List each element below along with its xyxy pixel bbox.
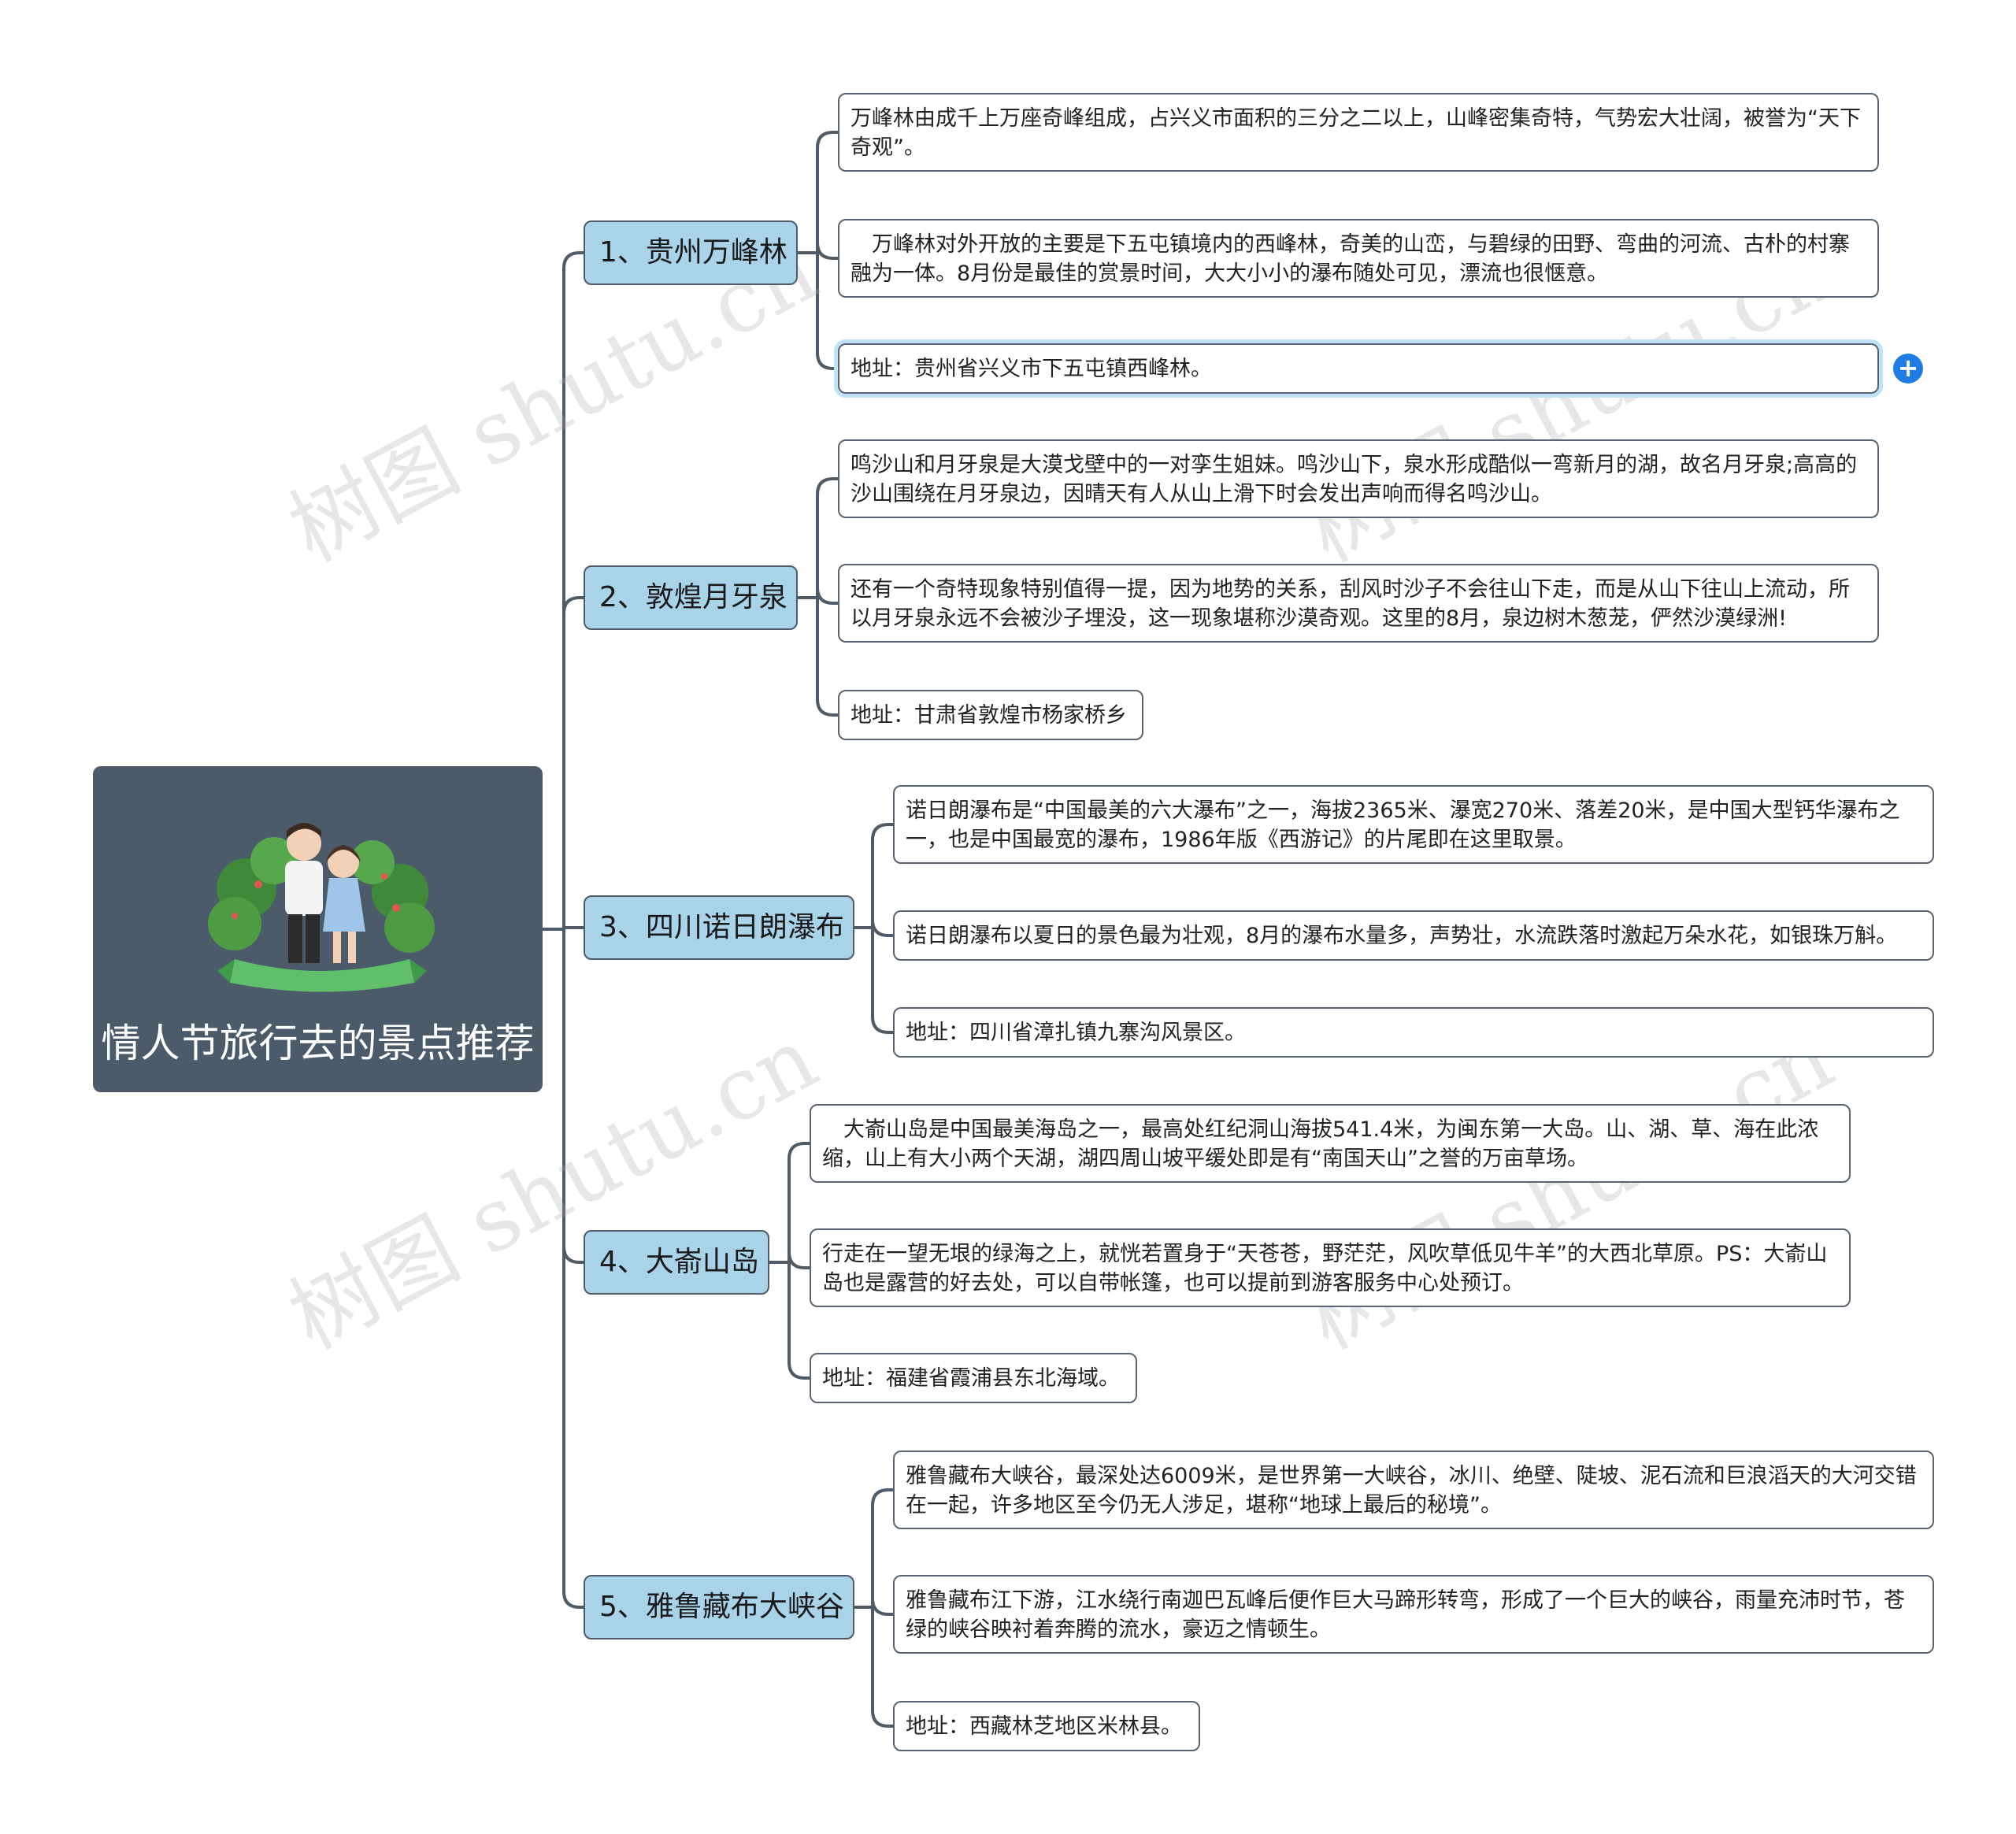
leaf-node[interactable]: 万峰林对外开放的主要是下五屯镇境内的西峰林，奇美的山峦，与碧绿的田野、弯曲的河流…: [838, 219, 1879, 298]
branch-connector: [562, 1591, 584, 1609]
leaf-connector: [871, 1016, 893, 1034]
leaf-connector: [816, 242, 838, 260]
leaf-node[interactable]: 雅鲁藏布江下游，江水绕行南迦巴瓦峰后便作巨大马蹄形转弯，形成了一个巨大的峡谷，雨…: [893, 1575, 1934, 1654]
leaf-connector: [816, 477, 838, 495]
leaf-connector: [871, 919, 893, 937]
leaf-address[interactable]: 地址：甘肃省敦煌市杨家桥乡: [838, 690, 1143, 740]
root-title: 情人节旅行去的景点推荐: [101, 1021, 535, 1066]
leaf-node[interactable]: 万峰林由成千上万座奇峰组成，占兴义市面积的三分之二以上，山峰密集奇特，气势宏大壮…: [838, 93, 1879, 172]
leaf-address[interactable]: 地址：四川省漳扎镇九寨沟风景区。: [893, 1007, 1934, 1058]
branch-connector: [562, 596, 584, 614]
leaf-node[interactable]: 行走在一望无垠的绿海之上，就恍若置身于“天苍苍，野茫茫，风吹草低见牛羊”的大西北…: [810, 1228, 1851, 1307]
branch-connector: [562, 1246, 584, 1264]
root-topic[interactable]: 情人节旅行去的景点推荐: [93, 766, 543, 1092]
leaf-connector: [871, 1488, 893, 1506]
branch-connector: [562, 251, 584, 269]
branch-dayushan-island[interactable]: 4、大嵛山岛: [584, 1230, 769, 1295]
branch-sichuan-nuorilang[interactable]: 3、四川诺日朗瀑布: [584, 895, 854, 960]
leaf-connector: [816, 352, 838, 370]
branch-guizhou-wanfenglin[interactable]: 1、贵州万峰林: [584, 220, 798, 285]
leaf-connector: [788, 1251, 810, 1269]
plus-circle-icon[interactable]: +: [1893, 354, 1923, 383]
leaf-address-selected[interactable]: 地址：贵州省兴义市下五屯镇西峰林。: [838, 343, 1879, 394]
leaf-connector: [816, 698, 838, 717]
leaf-connector: [871, 823, 893, 841]
leaf-node[interactable]: 诺日朗瀑布以夏日的景色最为壮观，8月的瀑布水量多，声势壮，水流跌落时激起万朵水花…: [893, 910, 1934, 961]
leaf-node[interactable]: 诺日朗瀑布是“中国最美的六大瀑布”之一，海拔2365米、瀑宽270米、落差20米…: [893, 785, 1934, 864]
leaf-address[interactable]: 地址：福建省霞浦县东北海域。: [810, 1353, 1137, 1403]
leaf-node[interactable]: 雅鲁藏布大峡谷，最深处达6009米，是世界第一大峡谷，冰川、绝壁、陡坡、泥石流和…: [893, 1451, 1934, 1529]
leaf-node[interactable]: 鸣沙山和月牙泉是大漠戈壁中的一对孪生姐妹。鸣沙山下，泉水形成酷似一弯新月的湖，故…: [838, 439, 1879, 518]
leaf-connector: [816, 131, 838, 149]
leaf-connector: [788, 1142, 810, 1160]
leaf-connector: [788, 1362, 810, 1380]
branch-yarlung-tsangpo[interactable]: 5、雅鲁藏布大峡谷: [584, 1575, 854, 1639]
couple-illustration: [208, 823, 435, 992]
leaf-node[interactable]: 还有一个奇特现象特别值得一提，因为地势的关系，刮风时沙子不会往山下走，而是从山下…: [838, 564, 1879, 643]
leaf-node[interactable]: 大嵛山岛是中国最美海岛之一，最高处红纪洞山海拔541.4米，为闽东第一大岛。山、…: [810, 1104, 1851, 1183]
branch-dunhuang-yueyaquan[interactable]: 2、敦煌月牙泉: [584, 565, 798, 630]
leaf-connector: [871, 1598, 893, 1616]
leaf-address[interactable]: 地址：西藏林芝地区米林县。: [893, 1701, 1200, 1751]
leaf-connector: [816, 587, 838, 605]
leaf-connector: [871, 1710, 893, 1728]
